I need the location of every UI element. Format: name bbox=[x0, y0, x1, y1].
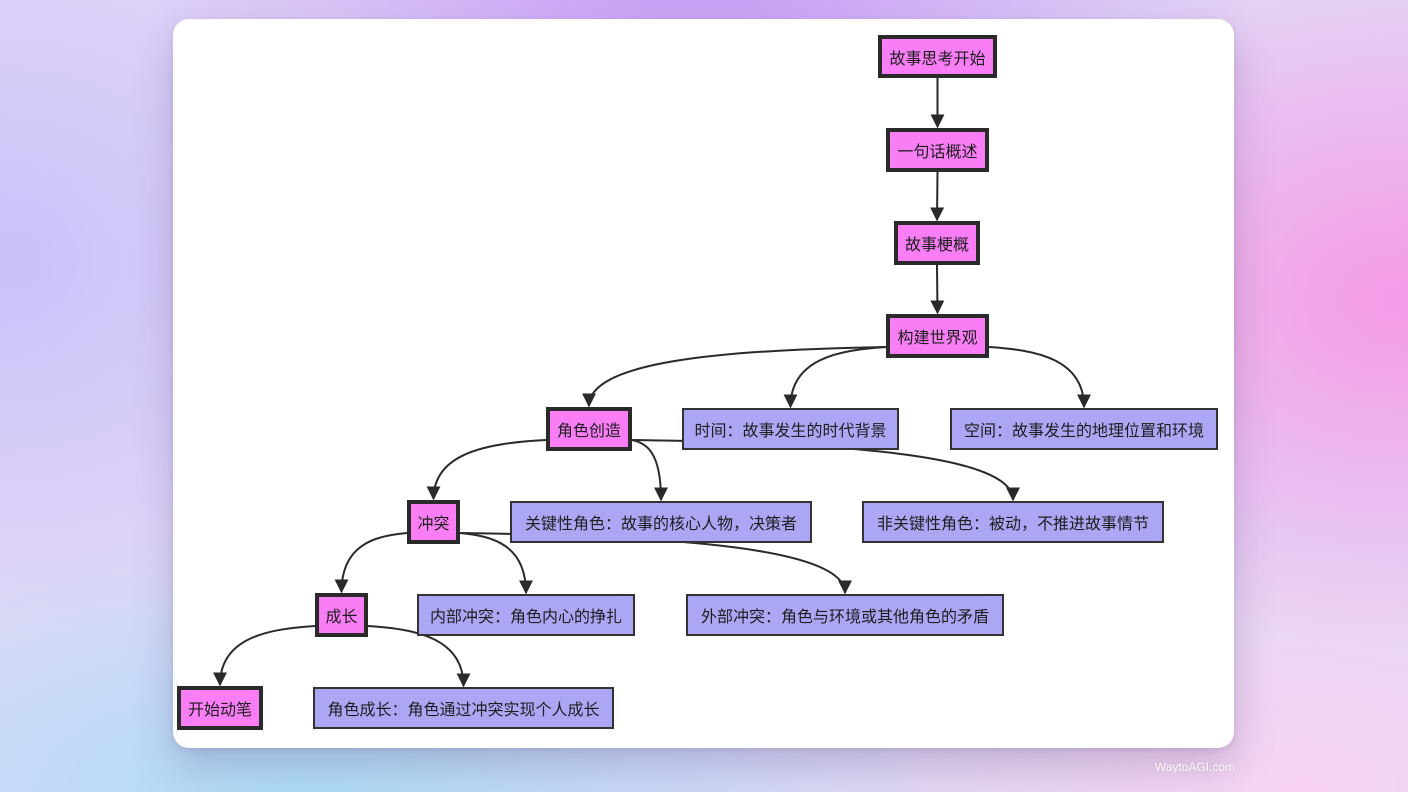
node-start-writing: 开始动笔 bbox=[177, 686, 263, 730]
node-start-thinking: 故事思考开始 bbox=[878, 35, 997, 78]
node-synopsis: 故事梗概 bbox=[894, 221, 980, 265]
node-world-building: 构建世界观 bbox=[886, 314, 989, 358]
node-character-growth: 角色成长：角色通过冲突实现个人成长 bbox=[313, 687, 614, 729]
edge-growth-to-character_growth bbox=[367, 625, 471, 688]
edge-growth-to-start_writing bbox=[213, 625, 316, 687]
watermark: WaytoAGI.com bbox=[1154, 760, 1235, 774]
node-time: 时间：故事发生的时代背景 bbox=[682, 408, 899, 450]
node-non-key-characters: 非关键性角色：被动，不推进故事情节 bbox=[862, 501, 1164, 543]
node-conflict: 冲突 bbox=[407, 500, 460, 544]
edge-world_building-to-space bbox=[988, 346, 1091, 409]
edge-conflict-to-growth bbox=[334, 532, 408, 594]
node-character-creation: 角色创造 bbox=[546, 407, 632, 451]
edge-character_creation-to-conflict bbox=[426, 439, 547, 501]
edge-character_creation-to-key_characters bbox=[631, 439, 668, 502]
node-space: 空间：故事发生的地理位置和环境 bbox=[950, 408, 1218, 450]
edge-one_sentence-to-synopsis bbox=[930, 171, 945, 222]
node-internal-conflict: 内部冲突：角色内心的挣扎 bbox=[417, 594, 635, 636]
node-growth: 成长 bbox=[315, 593, 368, 637]
edge-world_building-to-time bbox=[783, 346, 887, 409]
node-key-characters: 关键性角色：故事的核心人物，决策者 bbox=[510, 501, 812, 543]
edge-conflict-to-internal_conflict bbox=[459, 532, 533, 595]
node-one-sentence: 一句话概述 bbox=[886, 128, 989, 172]
edge-world_building-to-character_creation bbox=[582, 346, 887, 408]
edge-synopsis-to-world_building bbox=[930, 264, 945, 315]
node-external-conflict: 外部冲突：角色与环境或其他角色的矛盾 bbox=[686, 594, 1004, 636]
